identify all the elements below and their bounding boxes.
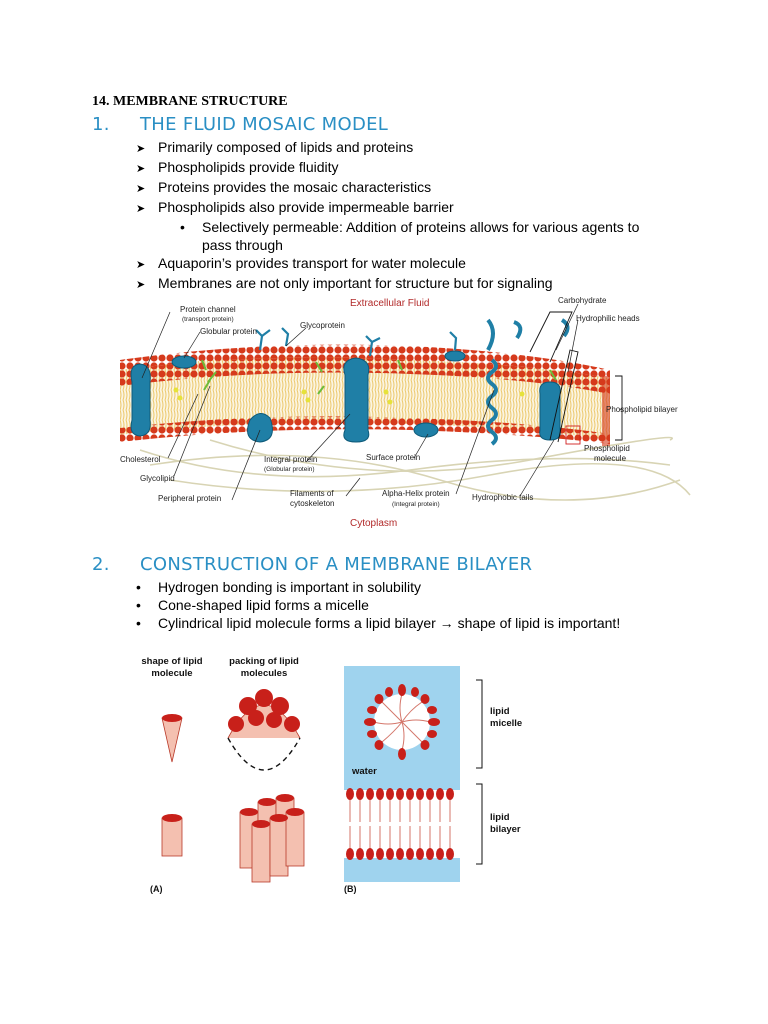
micelle-label-1: lipid xyxy=(490,706,510,717)
glycolipid-label: Glycolipid xyxy=(140,474,175,483)
micelle xyxy=(364,684,440,760)
list-item: •Cone-shaped lipid forms a micelle xyxy=(136,597,369,613)
section2-title: CONSTRUCTION OF A MEMBRANE BILAYER xyxy=(140,554,533,575)
hydrophilic-heads-label: Hydrophilic heads xyxy=(576,314,640,323)
phospholipid-molecule-label-2: molecule xyxy=(594,454,627,463)
arrow-bullet-icon: ➤ xyxy=(136,183,146,195)
globular-protein-paren-label: (Globular protein) xyxy=(264,466,315,473)
list-item: •Hydrogen bonding is important in solubi… xyxy=(136,579,422,595)
protein-channel-label: Protein channel xyxy=(180,305,236,314)
carbohydrate-label: Carbohydrate xyxy=(558,296,607,305)
list-item: ➤Proteins provides the mosaic characteri… xyxy=(136,178,639,198)
packing-label-2: molecules xyxy=(241,668,287,679)
list-item: ➤Aquaporin’s provides transport for wate… xyxy=(136,254,639,274)
cylinder-packing xyxy=(239,794,305,883)
lipid-packing-diagram: shape of lipid molecule packing of lipid… xyxy=(141,656,522,894)
integral-protein-label: Integral protein xyxy=(264,455,317,464)
carbohydrate-chains xyxy=(255,327,458,357)
dot-bullet-icon: • xyxy=(180,219,185,235)
list-item: ➤Primarily composed of lipids and protei… xyxy=(136,138,639,158)
dot-bullet-icon: • xyxy=(136,579,141,595)
panel-b-brackets xyxy=(476,679,483,865)
globular-protein-label: Globular protein xyxy=(200,327,257,336)
section2-heading: 2. CONSTRUCTION OF A MEMBRANE BILAYER xyxy=(92,554,532,575)
sub-list-item-continuation: pass through xyxy=(202,237,283,253)
peripheral-protein-label: Peripheral protein xyxy=(158,494,221,503)
arrow-bullet-icon: ➤ xyxy=(136,279,146,291)
arrow-bullet-icon: ➤ xyxy=(136,203,146,215)
panel-b-label: (B) xyxy=(344,884,357,894)
shape-label-2: molecule xyxy=(151,668,192,679)
sub-list-item: •Selectively permeable: Addition of prot… xyxy=(180,219,640,235)
glycoprotein-label: Glycoprotein xyxy=(300,321,345,330)
right-arrow-icon: → xyxy=(439,615,454,631)
arrow-bullet-icon: ➤ xyxy=(136,143,146,155)
arrow-bullet-icon: ➤ xyxy=(136,259,146,271)
hydrophobic-tails-label: Hydrophobic tails xyxy=(472,493,533,502)
arrow-bullet-icon: ➤ xyxy=(136,163,146,175)
shape-label-1: shape of lipid xyxy=(141,656,202,667)
dot-bullet-icon: • xyxy=(136,597,141,613)
dot-bullet-icon: • xyxy=(136,615,141,631)
phospholipid-molecule-label: Phospholipid xyxy=(584,444,630,453)
label-brackets xyxy=(529,311,623,445)
list-item: ➤Phospholipids also provide impermeable … xyxy=(136,198,639,218)
section1-bullets: ➤Primarily composed of lipids and protei… xyxy=(136,138,639,294)
top-head-layer xyxy=(120,357,610,394)
leader-lines xyxy=(141,303,623,501)
cylinder-lipid xyxy=(161,814,183,857)
section2-number: 2. xyxy=(92,554,110,575)
cytoskeleton-filaments xyxy=(139,436,691,501)
cone-lipid xyxy=(161,714,183,763)
cytoplasm-label: Cytoplasm xyxy=(350,518,397,529)
cholesterol-label: Cholesterol xyxy=(120,455,161,464)
packing-label-1: packing of lipid xyxy=(229,656,299,667)
cytoskeleton-label: cytoskeleton xyxy=(290,499,334,508)
glycolipid-chains xyxy=(201,359,557,395)
list-item: ➤Phospholipids provide fluidity xyxy=(136,158,639,178)
panel-a-label: (A) xyxy=(150,884,163,894)
cholesterol-molecules xyxy=(173,387,525,405)
water-label: water xyxy=(351,766,377,777)
extracellular-label: Extracellular Fluid xyxy=(350,298,429,309)
transport-protein-label: (transport protein) xyxy=(182,316,234,323)
protein-channel-shape xyxy=(130,363,151,437)
chapter-title: 14. MEMBRANE STRUCTURE xyxy=(92,94,288,109)
micelle-label-2: micelle xyxy=(490,718,522,729)
fluid-mosaic-diagram: Extracellular Fluid Cytoplasm Protein ch… xyxy=(120,296,691,529)
list-item: ➤Membranes are not only important for st… xyxy=(136,274,639,294)
section1-title: THE FLUID MOSAIC MODEL xyxy=(140,114,389,135)
section2-bullets: •Hydrogen bonding is important in solubi… xyxy=(136,578,620,632)
bilayer-label-1: lipid xyxy=(490,812,510,823)
section1-number: 1. xyxy=(92,114,110,135)
filaments-label: Filaments of xyxy=(290,489,334,498)
bilayer-label-2: bilayer xyxy=(490,824,521,835)
lipid-bilayer xyxy=(344,788,460,860)
section1-heading: 1. THE FLUID MOSAIC MODEL xyxy=(92,114,388,135)
cone-packing xyxy=(227,689,301,771)
integral-protein-paren-label: (Integral protein) xyxy=(392,501,440,508)
alpha-helix-shape xyxy=(486,318,498,446)
list-item: •Cylindrical lipid molecule forms a lipi… xyxy=(136,615,621,631)
phospholipid-bilayer-label: Phospholipid bilayer xyxy=(606,405,678,414)
surface-protein-label: Surface protein xyxy=(366,453,420,462)
alpha-helix-label: Alpha-Helix protein xyxy=(382,489,450,498)
